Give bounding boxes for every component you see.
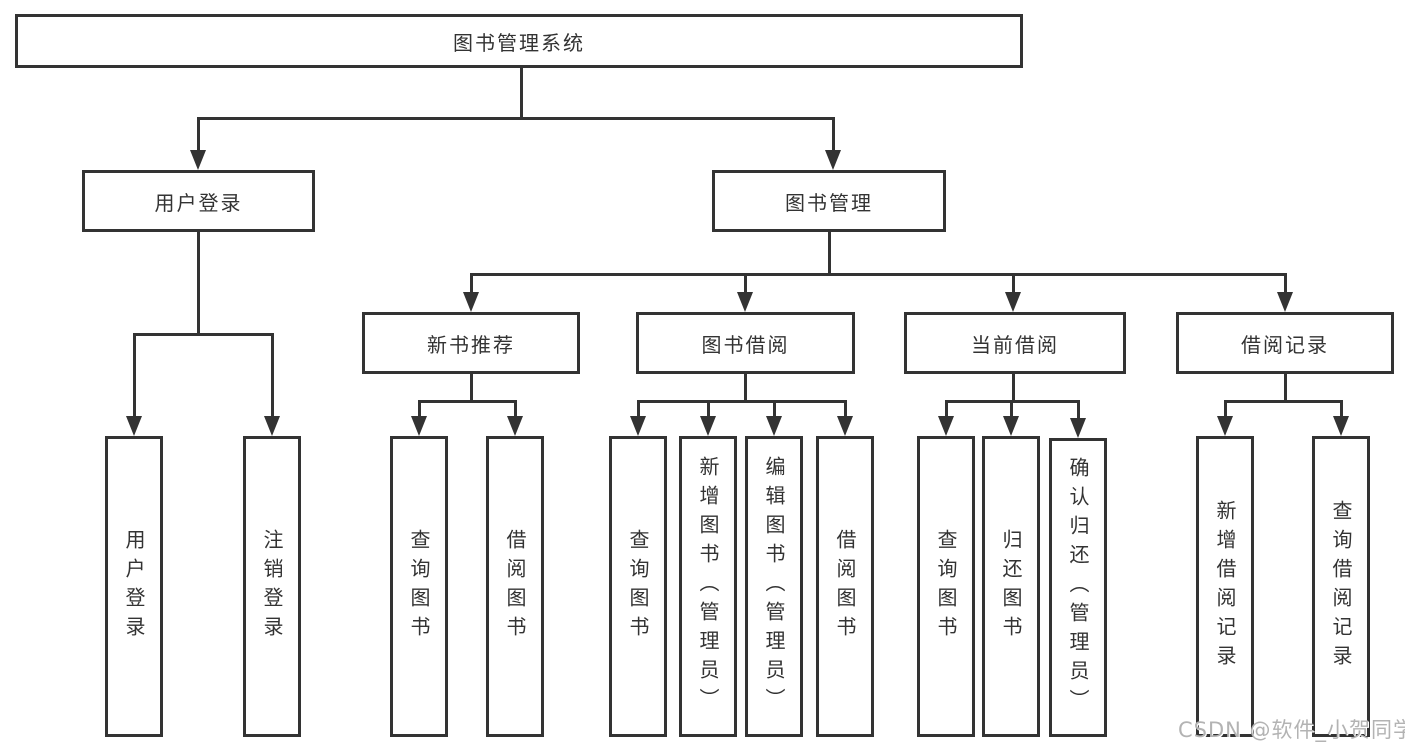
connector-records-stem: [1284, 374, 1287, 400]
connector-root-drop-left: [197, 117, 200, 152]
arrow-down-icon: [1005, 292, 1021, 312]
connector-userlogin-drop-2: [271, 333, 274, 416]
node-bb-query-books: 查询图书: [609, 436, 667, 737]
node-current-borrowing: 当前借阅: [904, 312, 1126, 374]
connector-root-drop-right: [832, 117, 835, 152]
node-library-system-label: 图书管理系统: [453, 30, 585, 55]
node-cb-confirm-return-admin: 确认归还（管理员）: [1049, 438, 1107, 737]
connector-bookmgmt-rail: [470, 273, 1287, 276]
connector-root-rail: [197, 117, 835, 120]
connector-userlogin-stem: [197, 232, 200, 333]
arrow-down-icon: [837, 416, 853, 436]
connector-bookmgmt-stem: [828, 232, 831, 273]
node-bb-edit-books-admin-label: 编辑图书（管理员）: [762, 456, 786, 717]
connector-root-stem: [520, 68, 523, 117]
connector-current-drop-1: [945, 400, 948, 418]
arrow-down-icon: [463, 292, 479, 312]
arrow-down-icon: [411, 416, 427, 436]
connector-borrowing-drop-4: [844, 400, 847, 418]
connector-current-stem: [1012, 374, 1015, 400]
node-book-management-label: 图书管理: [785, 190, 873, 215]
connector-borrowing-drop-3: [773, 400, 776, 418]
connector-bookmgmt-drop-2: [744, 273, 747, 294]
arrow-down-icon: [264, 416, 280, 436]
connector-borrowing-stem: [744, 374, 747, 400]
arrow-down-icon: [825, 150, 841, 170]
connector-bookmgmt-drop-4: [1284, 273, 1287, 294]
arrow-down-icon: [126, 416, 142, 436]
connector-userlogin-rail: [133, 333, 274, 336]
connector-userlogin-drop-1: [133, 333, 136, 416]
node-br-query-record: 查询借阅记录: [1312, 436, 1370, 737]
connector-current-drop-2: [1010, 400, 1013, 418]
csdn-watermark: CSDN @软件_小贺同学: [1178, 718, 1405, 742]
arrow-down-icon: [700, 416, 716, 436]
node-user-login: 用户登录: [105, 436, 163, 737]
node-br-add-record: 新增借阅记录: [1196, 436, 1254, 737]
node-cb-return-books-label: 归还图书: [999, 528, 1023, 645]
node-br-add-record-label: 新增借阅记录: [1213, 499, 1237, 674]
connector-newbook-drop-2: [514, 400, 517, 418]
arrow-down-icon: [1070, 418, 1086, 438]
node-user-login-group: 用户登录: [82, 170, 315, 232]
connector-records-drop-1: [1224, 400, 1227, 418]
node-nb-query-books-label: 查询图书: [407, 528, 431, 645]
arrow-down-icon: [938, 416, 954, 436]
node-nb-query-books: 查询图书: [390, 436, 448, 737]
node-bb-edit-books-admin: 编辑图书（管理员）: [745, 436, 803, 737]
node-bb-add-books-admin: 新增图书（管理员）: [679, 436, 737, 737]
connector-newbook-stem: [470, 374, 473, 400]
connector-borrowing-drop-2: [707, 400, 710, 418]
arrow-down-icon: [507, 416, 523, 436]
node-bb-add-books-admin-label: 新增图书（管理员）: [696, 456, 720, 717]
node-borrowing-records: 借阅记录: [1176, 312, 1394, 374]
connector-borrowing-rail: [637, 400, 846, 403]
connector-bookmgmt-drop-1: [470, 273, 473, 294]
node-user-login-label: 用户登录: [122, 528, 146, 645]
node-logout: 注销登录: [243, 436, 301, 737]
node-book-borrowing: 图书借阅: [636, 312, 855, 374]
arrow-down-icon: [1217, 416, 1233, 436]
connector-bookmgmt-drop-3: [1012, 273, 1015, 294]
node-new-book-recommend-label: 新书推荐: [427, 332, 515, 357]
connector-current-drop-3: [1077, 400, 1080, 418]
node-bb-query-books-label: 查询图书: [626, 528, 650, 645]
node-current-borrowing-label: 当前借阅: [971, 332, 1059, 357]
arrow-down-icon: [766, 416, 782, 436]
node-book-borrowing-label: 图书借阅: [701, 332, 790, 357]
node-book-management: 图书管理: [712, 170, 946, 232]
node-cb-return-books: 归还图书: [982, 436, 1040, 737]
node-bb-borrow-books: 借阅图书: [816, 436, 874, 737]
node-nb-borrow-books-label: 借阅图书: [503, 528, 527, 645]
node-user-login-group-label: 用户登录: [154, 190, 243, 215]
arrow-down-icon: [737, 292, 753, 312]
arrow-down-icon: [1277, 292, 1293, 312]
connector-records-rail: [1224, 400, 1343, 403]
node-logout-label: 注销登录: [260, 528, 284, 645]
node-cb-query-books-label: 查询图书: [934, 528, 958, 645]
node-borrowing-records-label: 借阅记录: [1241, 332, 1329, 357]
node-library-system: 图书管理系统: [15, 14, 1023, 68]
arrow-down-icon: [190, 150, 206, 170]
connector-newbook-rail: [418, 400, 517, 403]
node-br-query-record-label: 查询借阅记录: [1329, 499, 1353, 674]
arrow-down-icon: [1333, 416, 1349, 436]
node-nb-borrow-books: 借阅图书: [486, 436, 544, 737]
arrow-down-icon: [630, 416, 646, 436]
node-cb-query-books: 查询图书: [917, 436, 975, 737]
connector-newbook-drop-1: [418, 400, 421, 418]
connector-borrowing-drop-1: [637, 400, 640, 418]
arrow-down-icon: [1003, 416, 1019, 436]
node-bb-borrow-books-label: 借阅图书: [833, 528, 857, 645]
connector-records-drop-2: [1340, 400, 1343, 418]
node-cb-confirm-return-admin-label: 确认归还（管理员）: [1066, 457, 1090, 718]
node-new-book-recommend: 新书推荐: [362, 312, 580, 374]
